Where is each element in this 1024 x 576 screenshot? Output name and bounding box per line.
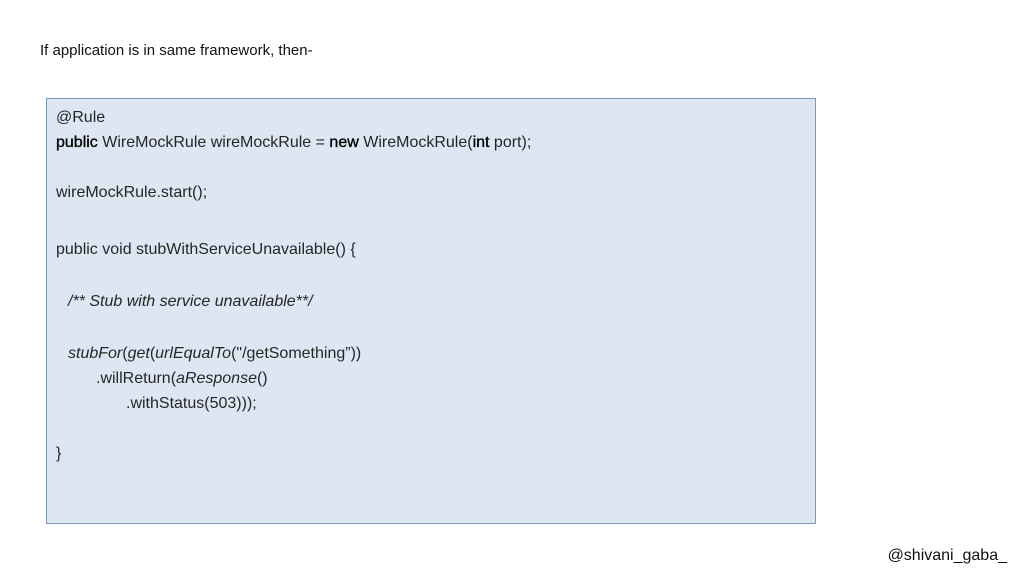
keyword-public: public xyxy=(56,134,98,151)
code-line-start: wireMockRule.start(); xyxy=(56,184,208,201)
code-line-withstatus: .withStatus(503))); xyxy=(126,395,257,412)
code-text: ("/getSomething”)) xyxy=(231,345,362,362)
code-text: ( xyxy=(122,345,128,362)
code-text: () xyxy=(256,370,268,387)
code-line-willreturn: .willReturn(aResponse() xyxy=(96,369,268,389)
code-text: get xyxy=(127,345,150,362)
code-line-comment: /** Stub with service unavailable**/ xyxy=(68,293,313,310)
code-text: stubFor xyxy=(68,345,123,362)
code-line-annotation: @Rule xyxy=(56,109,106,126)
code-line-stubfor: stubFor(get(urlEqualTo("/getSomething”)) xyxy=(68,344,361,364)
code-block: @Rule public WireMockRule wireMockRule =… xyxy=(46,98,816,524)
keyword-int: int xyxy=(472,134,490,151)
slide-heading: If application is in same framework, the… xyxy=(40,42,313,59)
code-text: port); xyxy=(489,134,532,151)
keyword-new: new xyxy=(329,134,359,151)
code-line-closing-brace: } xyxy=(56,445,62,462)
code-text: WireMockRule( xyxy=(358,134,473,151)
code-line-declaration: public WireMockRule wireMockRule = new W… xyxy=(56,133,531,153)
code-line-method-signature: public void stubWithServiceUnavailable()… xyxy=(56,241,356,258)
code-text: ( xyxy=(149,345,156,362)
author-handle: @shivani_gaba_ xyxy=(887,547,1007,564)
code-text: aResponse xyxy=(176,370,257,387)
code-text: WireMockRule wireMockRule = xyxy=(97,134,330,151)
code-text: urlEqualTo xyxy=(155,345,232,362)
code-text: .willReturn( xyxy=(96,370,177,387)
